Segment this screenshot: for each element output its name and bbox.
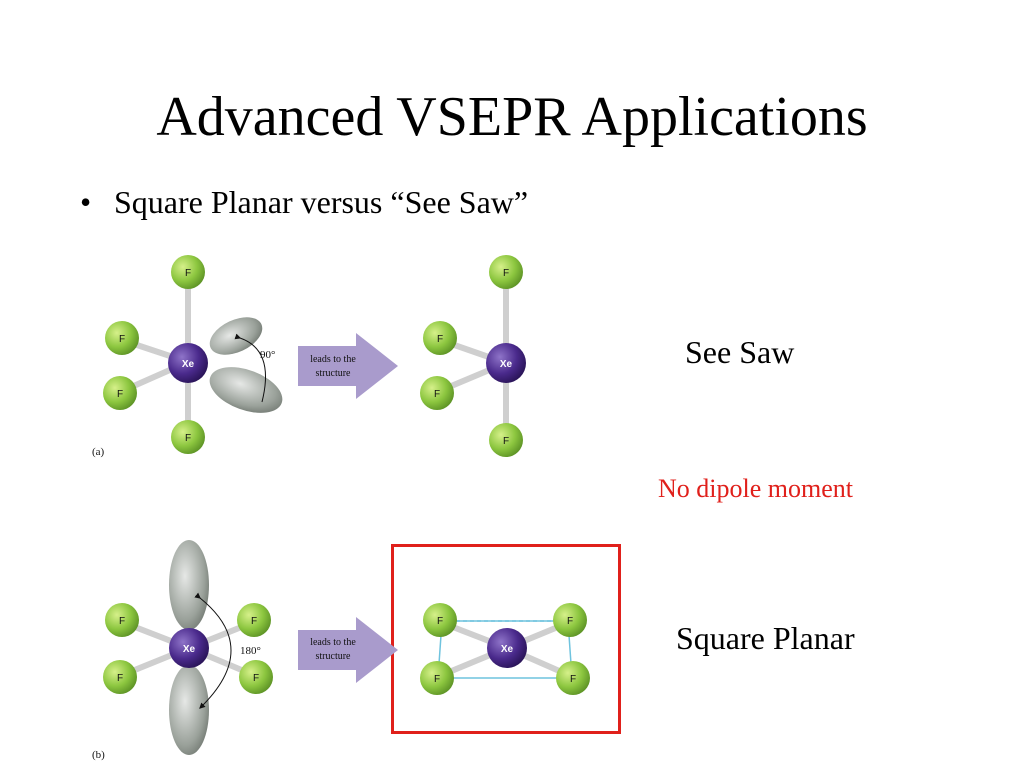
atom-label: F xyxy=(119,616,125,627)
square-planar-label: Square Planar xyxy=(676,620,855,656)
fluorine-atom xyxy=(489,255,523,289)
fluorine-atom xyxy=(423,321,457,355)
fluorine-atom xyxy=(423,603,457,637)
atom-label: F xyxy=(503,268,509,279)
panel-b-label: (b) xyxy=(92,749,105,761)
fluorine-atom xyxy=(103,376,137,410)
angle-label-90: 90° xyxy=(260,349,275,361)
highlight-box xyxy=(391,544,621,734)
xenon-atom xyxy=(169,628,209,668)
arrow-shape xyxy=(298,617,398,683)
fluorine-atom xyxy=(171,420,205,454)
arrow-text-line1: leads to the xyxy=(310,637,356,648)
atom-label: F xyxy=(434,674,440,685)
atom-label: F xyxy=(253,673,259,684)
lone-pair-lobe xyxy=(209,367,283,413)
panel-a-arrow: leads to the structure xyxy=(298,333,398,399)
angle-arc xyxy=(194,592,232,709)
atom-label: F xyxy=(570,674,576,685)
panel-a-molecule-left: 90° F F F F Xe xyxy=(103,255,283,454)
lone-pair-lobe xyxy=(169,665,209,755)
xenon-atom xyxy=(486,343,526,383)
fluorine-atom xyxy=(420,661,454,695)
slide-title: Advanced VSEPR Applications xyxy=(156,86,868,148)
no-dipole-label: No dipole moment xyxy=(658,474,853,503)
lone-pair-lobe xyxy=(169,540,209,630)
angle-label-180: 180° xyxy=(240,645,261,657)
panel-b-molecule-right: F F F F Xe xyxy=(420,603,590,695)
bullet-item: • Square Planar versus “See Saw” xyxy=(80,180,528,224)
atom-label: F xyxy=(437,616,443,627)
angle-arc xyxy=(234,333,266,403)
atom-label: Xe xyxy=(183,644,196,655)
atom-label: F xyxy=(567,616,573,627)
panel-a-molecule-right: F F F F Xe xyxy=(420,255,526,457)
lone-pair-lobe xyxy=(209,317,263,355)
panel-b-molecule-left: 180° F F F F Xe xyxy=(103,540,273,755)
fluorine-atom xyxy=(556,661,590,695)
arrow-text-line2: structure xyxy=(316,651,352,662)
fluorine-atom xyxy=(237,603,271,637)
panel-a-label: (a) xyxy=(92,446,105,458)
atom-label: Xe xyxy=(500,359,513,370)
panel-b-arrow: leads to the structure xyxy=(298,617,398,683)
arrow-text-line2: structure xyxy=(316,368,352,379)
fluorine-atom xyxy=(239,660,273,694)
bullet-dot: • xyxy=(80,184,92,220)
bullet-text: Square Planar versus “See Saw” xyxy=(114,184,529,220)
xenon-atom xyxy=(168,343,208,383)
fluorine-atom xyxy=(489,423,523,457)
fluorine-atom xyxy=(420,376,454,410)
arrow-text-line1: leads to the xyxy=(310,354,356,365)
fluorine-atom xyxy=(171,255,205,289)
arrow-shape xyxy=(298,333,398,399)
atom-label: F xyxy=(185,433,191,444)
xenon-atom xyxy=(487,628,527,668)
fluorine-atom xyxy=(103,660,137,694)
atom-label: F xyxy=(117,673,123,684)
fluorine-atom xyxy=(553,603,587,637)
atom-label: F xyxy=(437,334,443,345)
atom-label: F xyxy=(503,436,509,447)
atom-label: F xyxy=(185,268,191,279)
atom-label: Xe xyxy=(182,359,195,370)
atom-label: F xyxy=(434,389,440,400)
fluorine-atom xyxy=(105,321,139,355)
atom-label: F xyxy=(119,334,125,345)
atom-label: F xyxy=(251,616,257,627)
see-saw-label: See Saw xyxy=(685,334,795,370)
fluorine-atom xyxy=(105,603,139,637)
atom-label: F xyxy=(117,389,123,400)
atom-label: Xe xyxy=(501,644,514,655)
